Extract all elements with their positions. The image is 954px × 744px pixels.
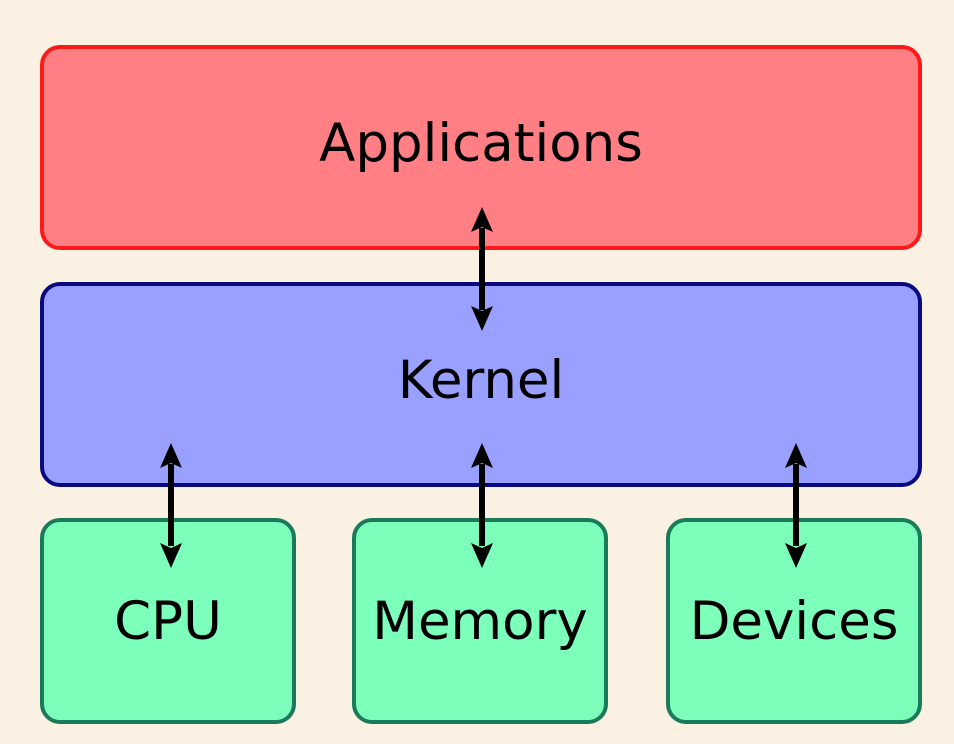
applications-layer-box: Applications <box>40 45 922 250</box>
devices-label: Devices <box>689 590 899 652</box>
cpu-label: CPU <box>114 590 222 652</box>
kernel-label: Kernel <box>397 350 565 411</box>
memory-box: Memory <box>352 518 608 724</box>
applications-label: Applications <box>319 113 643 174</box>
devices-box: Devices <box>666 518 922 724</box>
kernel-layer-box: Kernel <box>40 282 922 487</box>
memory-label: Memory <box>372 590 588 652</box>
cpu-box: CPU <box>40 518 296 724</box>
